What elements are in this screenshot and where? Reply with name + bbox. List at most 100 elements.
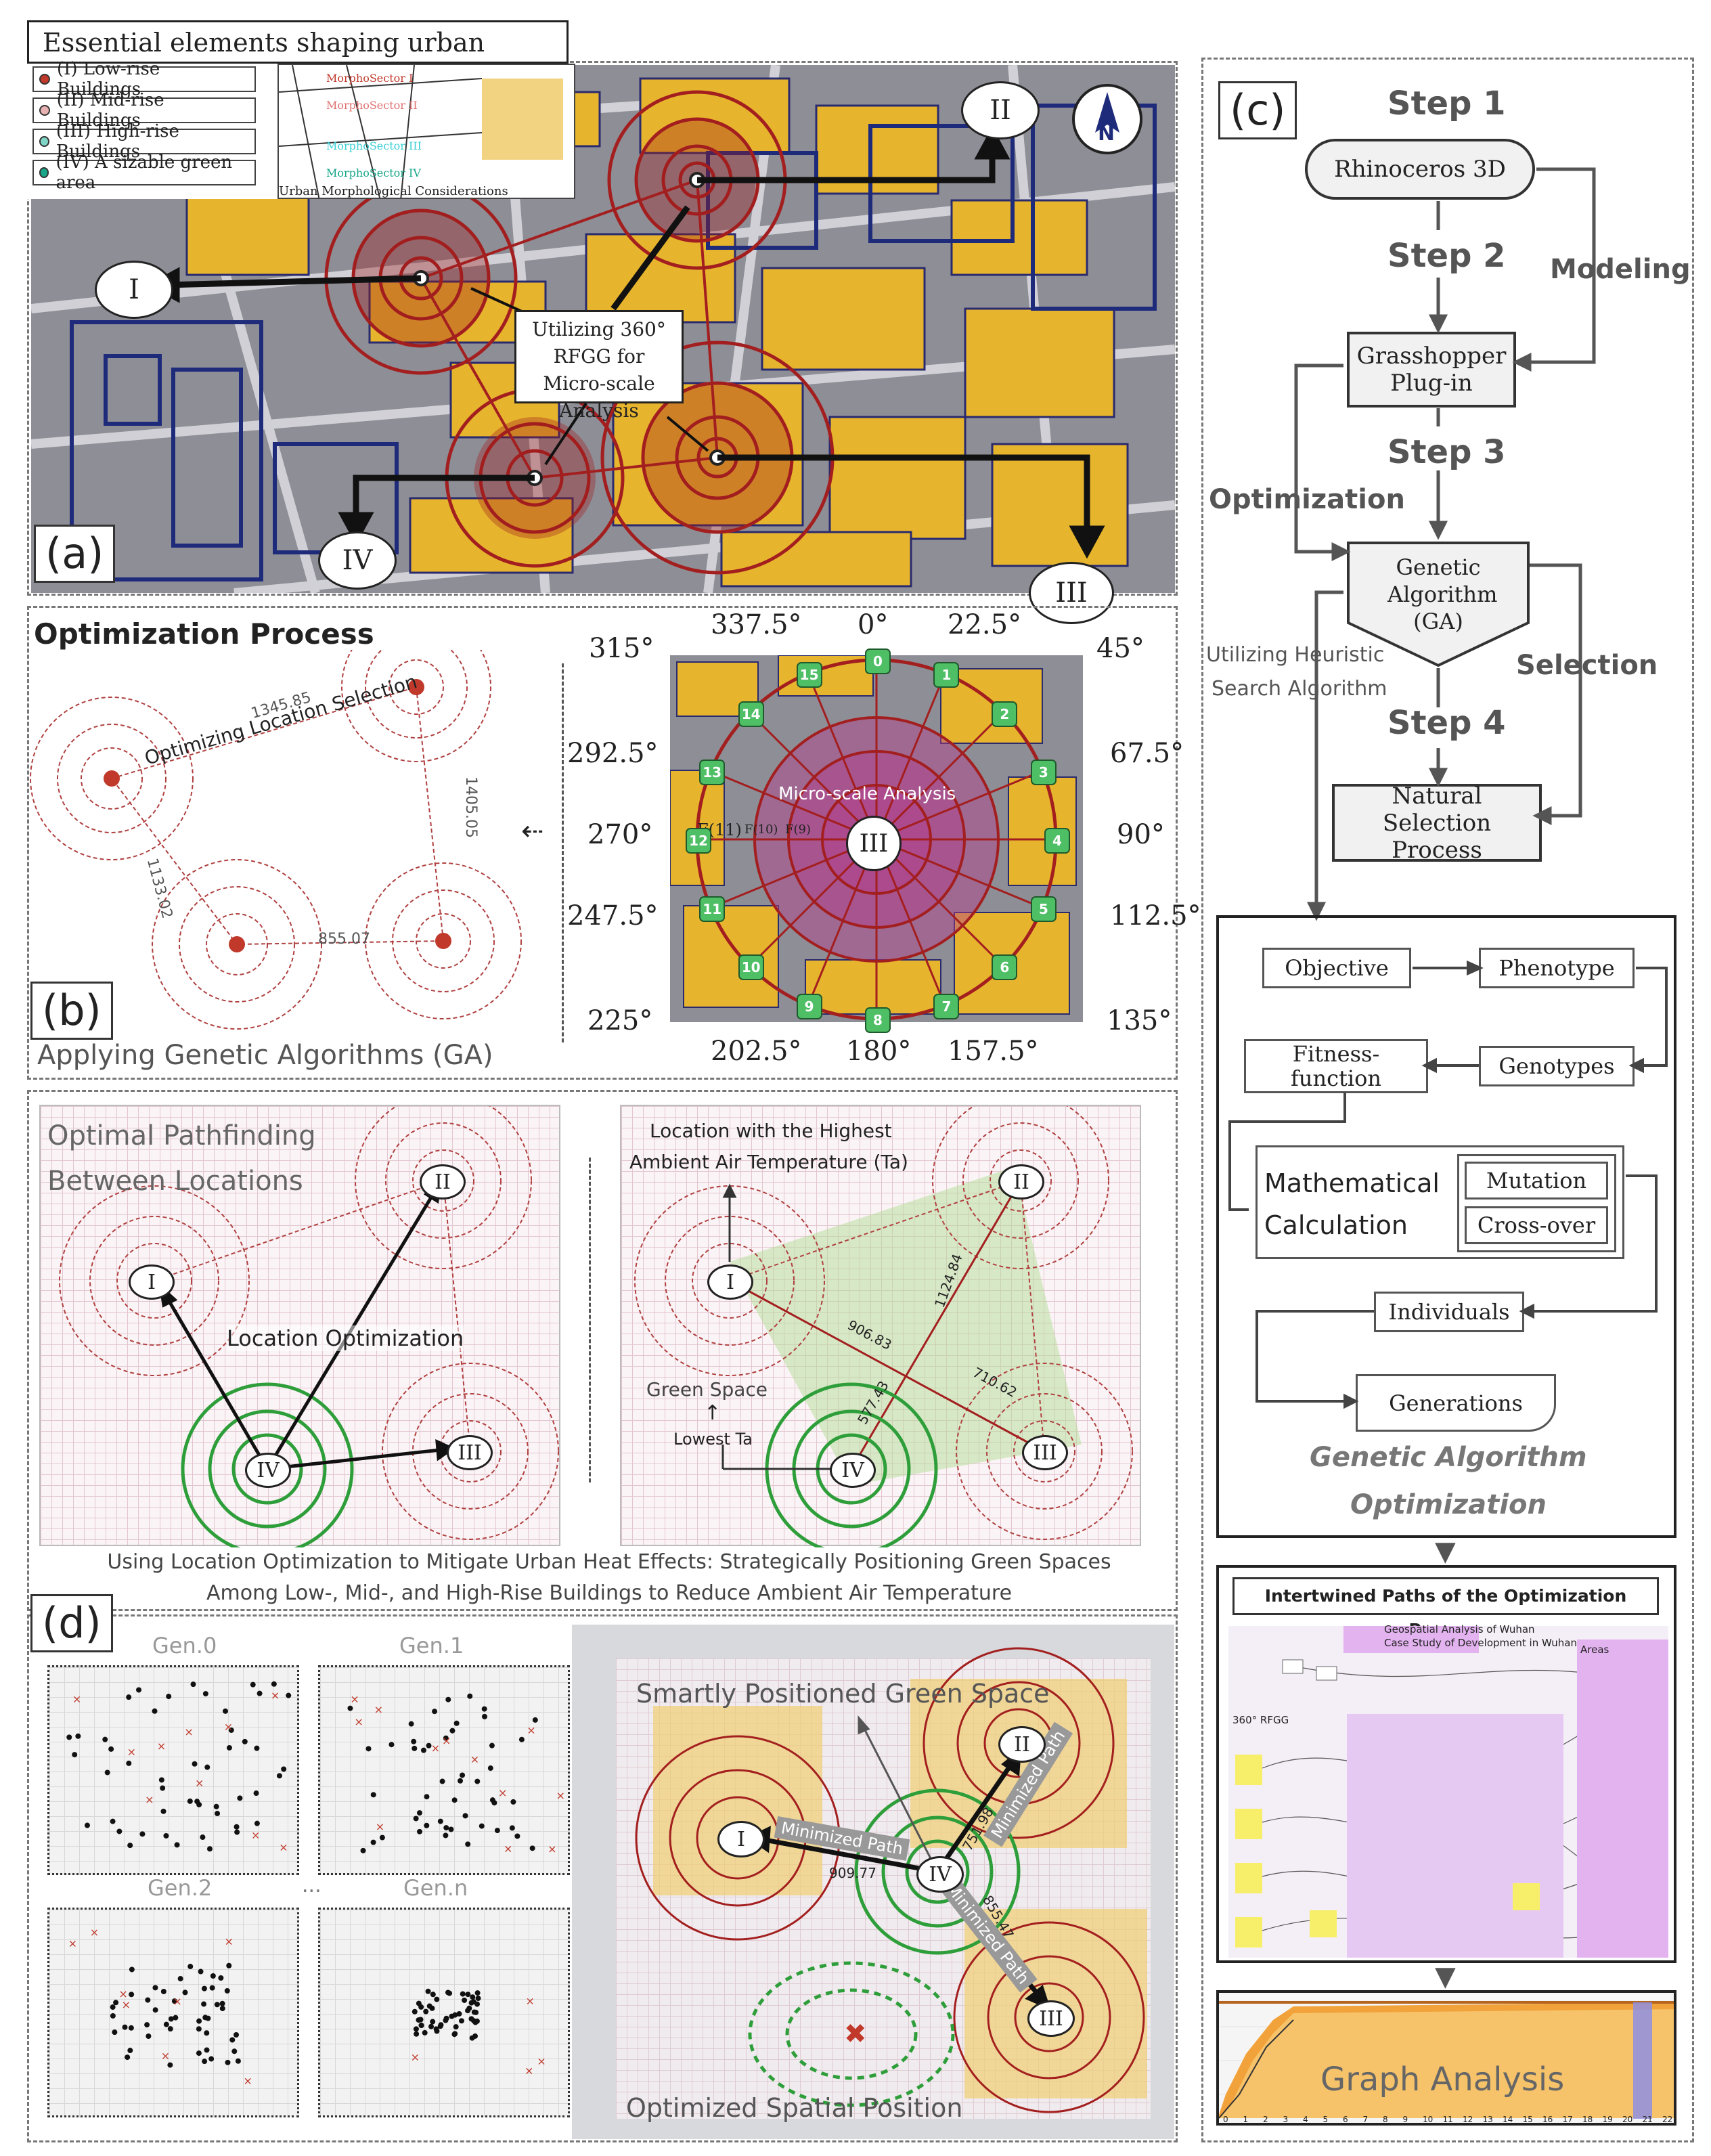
individual-dot <box>452 2031 458 2037</box>
green-space-label: Green Space <box>646 1378 768 1401</box>
individual-dot <box>235 2058 241 2064</box>
eliminated-marker: × <box>184 1725 193 1738</box>
individual-dot <box>177 1976 183 1982</box>
graph-tick: 17 <box>1562 2115 1573 2124</box>
individual-dot <box>420 1747 426 1753</box>
individual-dot <box>204 1764 210 1770</box>
individual-dot <box>139 1831 146 1837</box>
individual-dot <box>447 1990 453 1996</box>
location-optimization-label: Location Optimization <box>227 1325 464 1351</box>
panel-d-frame <box>27 1614 1178 2142</box>
individual-dot <box>481 1706 487 1712</box>
eliminated-marker: × <box>525 2064 533 2077</box>
sector-badge: 12 <box>686 828 711 854</box>
individual-dot <box>234 1824 240 1830</box>
op-box: Mutation Cross-over <box>1457 1154 1616 1252</box>
individual-dot <box>257 1690 263 1696</box>
individual-dot <box>434 1996 440 2002</box>
individual-dot <box>437 2023 443 2029</box>
individual-dot <box>413 1816 419 1822</box>
individual-dot <box>475 1996 481 2002</box>
eliminated-marker: × <box>195 1777 204 1790</box>
inset-map: MorphoSector I MorphoSector II MorphoSec… <box>277 64 575 199</box>
eliminated-marker: × <box>72 1693 81 1706</box>
individual-dot <box>430 2019 436 2025</box>
individual-dot <box>426 1742 432 1748</box>
smart-label: Smartly Positioned Green Space <box>636 1679 1050 1709</box>
eliminated-marker: × <box>411 2051 420 2064</box>
mid-right-node-ii: II <box>998 1164 1044 1200</box>
eliminated-marker: × <box>431 1742 440 1755</box>
compass-icon <box>1072 84 1142 154</box>
graph-tick: 13 <box>1482 2115 1493 2124</box>
individual-dot <box>110 1818 116 1824</box>
angle-label: 180° <box>846 1036 912 1067</box>
individual-dot <box>158 1777 164 1783</box>
red-dot-icon <box>39 74 50 85</box>
graph-tick: 1 <box>1243 2115 1249 2124</box>
individual-dot <box>102 1736 108 1742</box>
individual-dot <box>253 1790 259 1797</box>
angle-label: 67.5° <box>1110 738 1184 769</box>
distance-4: 855.07 <box>318 931 370 948</box>
gen1-label: Gen.1 <box>399 1633 464 1658</box>
individual-dot <box>487 1765 493 1772</box>
individual-dot <box>422 2029 428 2036</box>
individual-dot <box>449 2013 455 2019</box>
sector-badge: 8 <box>865 1007 891 1033</box>
angle-label: 135° <box>1107 1005 1172 1036</box>
individual-dot <box>108 1746 114 1752</box>
individual-dot <box>112 2029 118 2036</box>
heuristic-label-2: Search Algorithm <box>1212 677 1387 701</box>
bottom-label: Optimized Spatial Position <box>626 2093 963 2123</box>
eliminated-marker: × <box>376 1820 384 1833</box>
individual-dot <box>75 1733 81 1739</box>
flow-arrows <box>1294 167 1596 921</box>
eliminated-marker: × <box>556 1789 564 1802</box>
individual-dot <box>152 1985 158 1991</box>
sector-label-1: MorphoSector I <box>326 72 414 85</box>
individual-dot <box>242 1738 248 1744</box>
individual-dot <box>494 1828 500 1834</box>
down-arrow-1: ▼ <box>1435 1536 1456 1567</box>
individual-dot <box>471 2009 477 2015</box>
eliminated-marker: × <box>271 1689 280 1702</box>
individual-dot <box>110 2012 116 2019</box>
individual-dot <box>192 1761 198 1767</box>
graph-tick: 4 <box>1303 2115 1308 2124</box>
lowest-label: Lowest Ta <box>673 1430 753 1449</box>
individual-dot <box>413 2026 419 2032</box>
inset-caption: Urban Morphological Considerations <box>279 184 508 198</box>
individual-dot <box>196 1801 202 1807</box>
individual-dot <box>72 1752 78 1758</box>
eliminated-marker: × <box>90 1926 99 1939</box>
eliminated-marker: × <box>537 2055 546 2068</box>
d-node-ii: II <box>998 1726 1046 1763</box>
mid-caption-2: Among Low-, Mid-, and High-Rise Building… <box>206 1581 1013 1605</box>
graph-tick: 8 <box>1383 2115 1388 2124</box>
left-title-1: Optimal Pathfinding <box>47 1120 316 1151</box>
graph-tick: 3 <box>1283 2115 1289 2124</box>
individual-dot <box>210 1973 216 1979</box>
mid-right-node-i: I <box>707 1264 753 1300</box>
sector-badge: 5 <box>1030 896 1057 923</box>
graph-tick: 6 <box>1343 2115 1348 2124</box>
eliminated-marker: × <box>225 1935 234 1948</box>
individual-dot <box>429 2005 435 2011</box>
selection-label: Selection <box>1516 650 1658 681</box>
individual-dot <box>125 2054 131 2061</box>
individual-dot <box>451 1797 458 1803</box>
individual-dot <box>128 2025 134 2031</box>
individual-dot <box>474 1990 481 1996</box>
individual-dot <box>145 1997 151 2003</box>
gen2-plot: ×××××××× <box>47 1908 299 2117</box>
individual-dot <box>205 2015 211 2021</box>
individual-dot <box>223 1708 229 1714</box>
graph-tick: 7 <box>1362 2115 1369 2124</box>
individual-dot <box>465 1841 471 1847</box>
individual-dot <box>187 1964 194 1970</box>
individual-dot <box>113 2000 119 2006</box>
individual-dot <box>370 1839 376 1845</box>
angle-label: 292.5° <box>567 738 659 769</box>
individual-dot <box>160 1988 166 1994</box>
